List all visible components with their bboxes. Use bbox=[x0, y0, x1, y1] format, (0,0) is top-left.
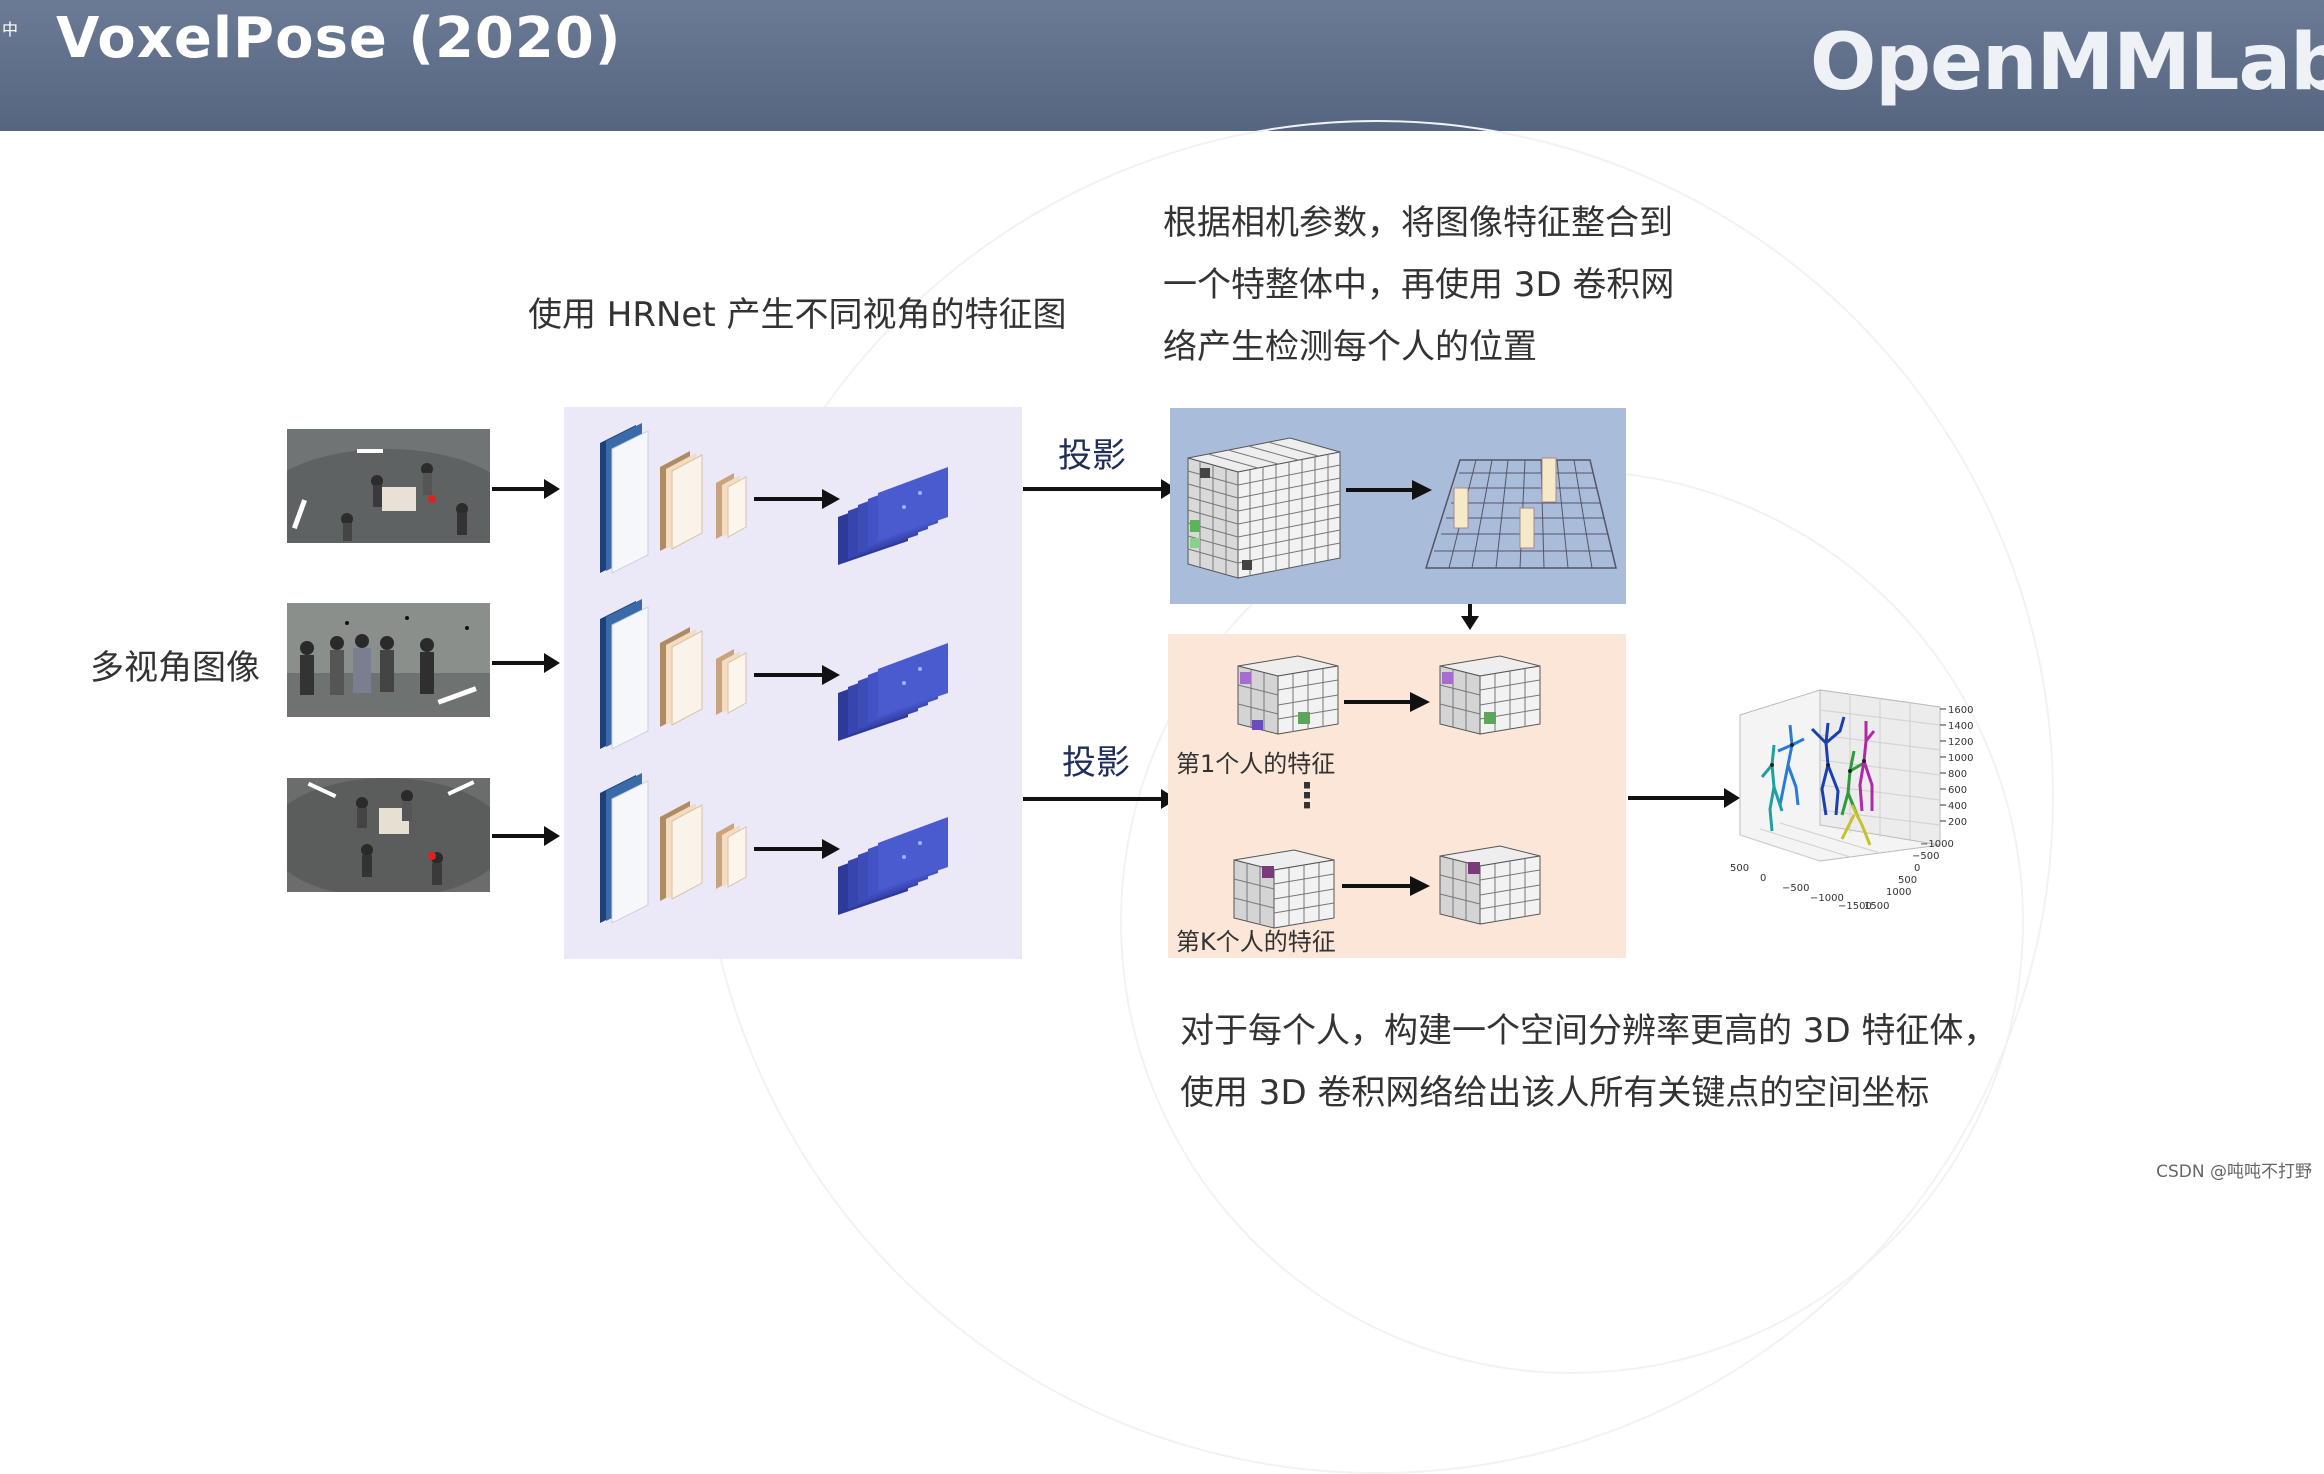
arrow-hrnet-to-voxel bbox=[1023, 479, 1177, 499]
x-tick-label: −1500 bbox=[1838, 901, 1872, 912]
arrow-photo2-to-hrnet bbox=[492, 653, 560, 673]
person-features-panel bbox=[1168, 634, 1626, 958]
ime-indicator: 中 bbox=[2, 20, 19, 39]
voxel-detection-panel bbox=[1170, 408, 1626, 604]
camera-text-line3: 络产生检测每个人的位置 bbox=[1163, 327, 1537, 367]
openmmlab-logo: OpenMMLab bbox=[1810, 14, 2324, 114]
camera-view-photo-2 bbox=[287, 603, 490, 717]
x-tick-label: 500 bbox=[1730, 863, 1749, 874]
z-tick-label: 400 bbox=[1948, 801, 1967, 812]
logo-text: OpenMMLab bbox=[1810, 18, 2324, 108]
camera-text-line2: 一个特整体中，再使用 3D 卷积网 bbox=[1163, 265, 1675, 305]
z-tick-label: 1200 bbox=[1948, 737, 1973, 748]
arrow-to-3d-pose-plot bbox=[1628, 788, 1740, 808]
ellipsis-dots: ⋮ bbox=[1290, 776, 1324, 816]
arrow-photo1-to-hrnet bbox=[492, 479, 560, 499]
projection-label-top: 投影 bbox=[1058, 436, 1126, 476]
z-tick-label: 600 bbox=[1948, 785, 1967, 796]
z-tick-label: 1400 bbox=[1948, 721, 1973, 732]
hrnet-networks-graphic bbox=[598, 421, 950, 925]
y-tick-label: 0 bbox=[1914, 863, 1920, 874]
csdn-watermark: CSDN @吨吨不打野 bbox=[2156, 1162, 2312, 1182]
hrnet-panel bbox=[564, 407, 1022, 959]
arrow-hrnet-to-person-features bbox=[1023, 789, 1177, 809]
3d-pose-plot: 1600 1400 1200 1000 800 600 400 200 −100… bbox=[1730, 665, 1980, 915]
slide-title: VoxelPose (2020) bbox=[56, 6, 622, 71]
bottom-text-line2: 使用 3D 卷积网络给出该人所有关键点的空间坐标 bbox=[1180, 1073, 1930, 1113]
y-tick-label: 1500 bbox=[1864, 901, 1889, 912]
camera-view-photo-3 bbox=[287, 778, 490, 892]
z-tick-label: 200 bbox=[1948, 817, 1967, 828]
hrnet-caption: 使用 HRNet 产生不同视角的特征图 bbox=[528, 295, 1067, 335]
bottom-text-line1: 对于每个人，构建一个空间分辨率更高的 3D 特征体， bbox=[1180, 1011, 1998, 1051]
slide-header: 中 VoxelPose (2020) OpenMMLab bbox=[0, 0, 2324, 131]
person-1-feature-label: 第1个人的特征 bbox=[1176, 750, 1336, 778]
person-k-feature-label: 第K个人的特征 bbox=[1176, 928, 1336, 956]
x-tick-label: 0 bbox=[1760, 873, 1766, 884]
camera-view-photo-1 bbox=[287, 429, 490, 543]
z-tick-label: 1600 bbox=[1948, 705, 1973, 716]
arrow-down-to-person-features bbox=[1461, 604, 1479, 630]
projection-label-bottom: 投影 bbox=[1062, 743, 1130, 783]
z-tick-label: 800 bbox=[1948, 769, 1967, 780]
z-tick-label: 1000 bbox=[1948, 753, 1973, 764]
y-tick-label: 500 bbox=[1898, 875, 1917, 886]
x-tick-label: −1000 bbox=[1810, 893, 1844, 904]
camera-text-line1: 根据相机参数，将图像特征整合到 bbox=[1163, 203, 1673, 243]
x-tick-label: −500 bbox=[1782, 883, 1809, 894]
y-tick-label: −1000 bbox=[1920, 839, 1954, 850]
y-tick-label: 1000 bbox=[1886, 887, 1911, 898]
arrow-photo3-to-hrnet bbox=[492, 826, 560, 846]
multi-view-label: 多视角图像 bbox=[90, 648, 260, 688]
y-tick-label: −500 bbox=[1912, 851, 1939, 862]
